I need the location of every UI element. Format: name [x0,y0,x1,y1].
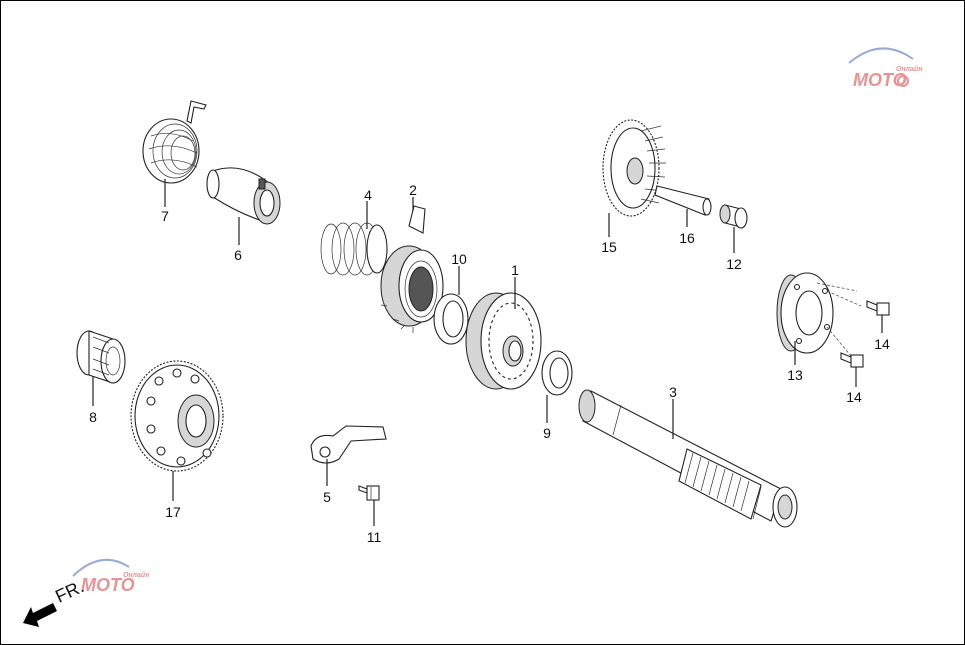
part-7-spring [142,100,207,184]
callout-14-upper: 14 [874,336,890,352]
front-direction-indicator: FR. [23,576,87,627]
callout-13: 13 [787,367,803,383]
part-10-washer [433,293,469,345]
part-14-bolt-upper [866,300,890,316]
part-2-ratchet [380,205,444,333]
watermark-top-right: MOTO Онлайн [848,47,923,90]
callout-9: 9 [543,425,551,441]
callout-1: 1 [511,262,519,278]
callout-5: 5 [323,489,331,505]
callout-4: 4 [364,187,372,203]
part-5-stopper-plate [310,425,387,464]
part-17-sprocket [130,360,224,472]
callout-16: 16 [679,230,695,246]
watermark-text: MOTO [853,70,907,90]
callout-15: 15 [601,239,617,255]
watermark-sub: Онлайн [896,65,923,73]
watermark-bottom-left: MOTO Онлайн [72,558,150,595]
callout-8: 8 [89,409,97,425]
part-16-pin [654,185,712,216]
callout-7: 7 [161,208,169,224]
callout-10: 10 [451,251,467,267]
leader-lines [92,179,883,526]
part-8-needle-bearing [76,330,126,384]
callout-6: 6 [234,247,242,263]
part-4-coil-spring [320,222,388,276]
callout-12: 12 [726,256,742,272]
part-3-shaft [578,389,798,528]
part-6-collar [206,167,281,225]
part-12-bushing [719,204,748,229]
callout-2: 2 [409,182,417,198]
callout-3: 3 [669,384,677,400]
callout-14-lower: 14 [846,389,862,405]
part-11-bolt [358,485,380,501]
watermark-text-2: MOTO [81,575,135,595]
callout-11: 11 [367,529,382,545]
watermark-sub-2: Онлайн [123,571,150,579]
part-15-bevel-gear [602,119,666,217]
part-14-bolt-lower [840,352,864,368]
callout-17: 17 [165,504,181,520]
part-1-gear [465,292,542,390]
part-13-plate [776,272,862,357]
part-9-washer [541,350,573,396]
front-arrow-icon [23,603,57,627]
